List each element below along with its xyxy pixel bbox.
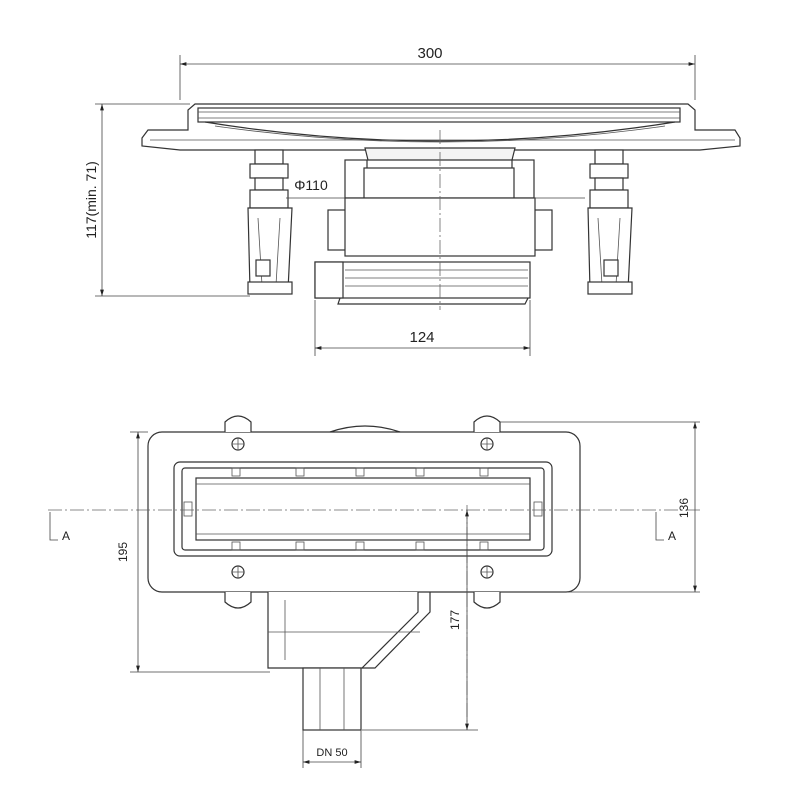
grating-lines <box>198 111 680 119</box>
grating-edges <box>196 483 530 535</box>
offset-dimension-label: 177 <box>448 610 462 630</box>
sump-top-edge <box>329 425 401 433</box>
outlet-dimension-label: 124 <box>409 329 434 346</box>
dn-dimension-label: DN 50 <box>316 747 347 759</box>
side-grating <box>197 107 681 123</box>
height-extension-lines <box>95 103 250 297</box>
left-adjustable-foot <box>247 149 293 295</box>
height-dimension-label: 117(min. 71) <box>83 161 99 239</box>
section-marker-right <box>655 512 664 541</box>
grating-clips <box>183 467 543 551</box>
side-view: 300 117(min. 71) Φ110 124 <box>83 45 741 356</box>
section-marker-left <box>49 512 58 541</box>
flange-extension-lines <box>500 421 700 593</box>
grating <box>195 477 531 541</box>
section-label-left: A <box>62 529 70 543</box>
depth-dimension-label: 195 <box>116 542 130 562</box>
section-label-right: A <box>668 529 676 543</box>
siphon-body <box>314 147 553 305</box>
right-adjustable-foot <box>587 149 633 295</box>
fixing-lugs <box>224 415 501 609</box>
screw-icons <box>231 437 494 579</box>
diameter-label: Φ110 <box>294 177 328 193</box>
outlet-body <box>267 592 431 731</box>
flange-dimension-label: 136 <box>677 498 691 518</box>
plan-view: A A 195 136 177 DN 50 <box>48 415 700 768</box>
width-dimension-label: 300 <box>417 45 442 62</box>
